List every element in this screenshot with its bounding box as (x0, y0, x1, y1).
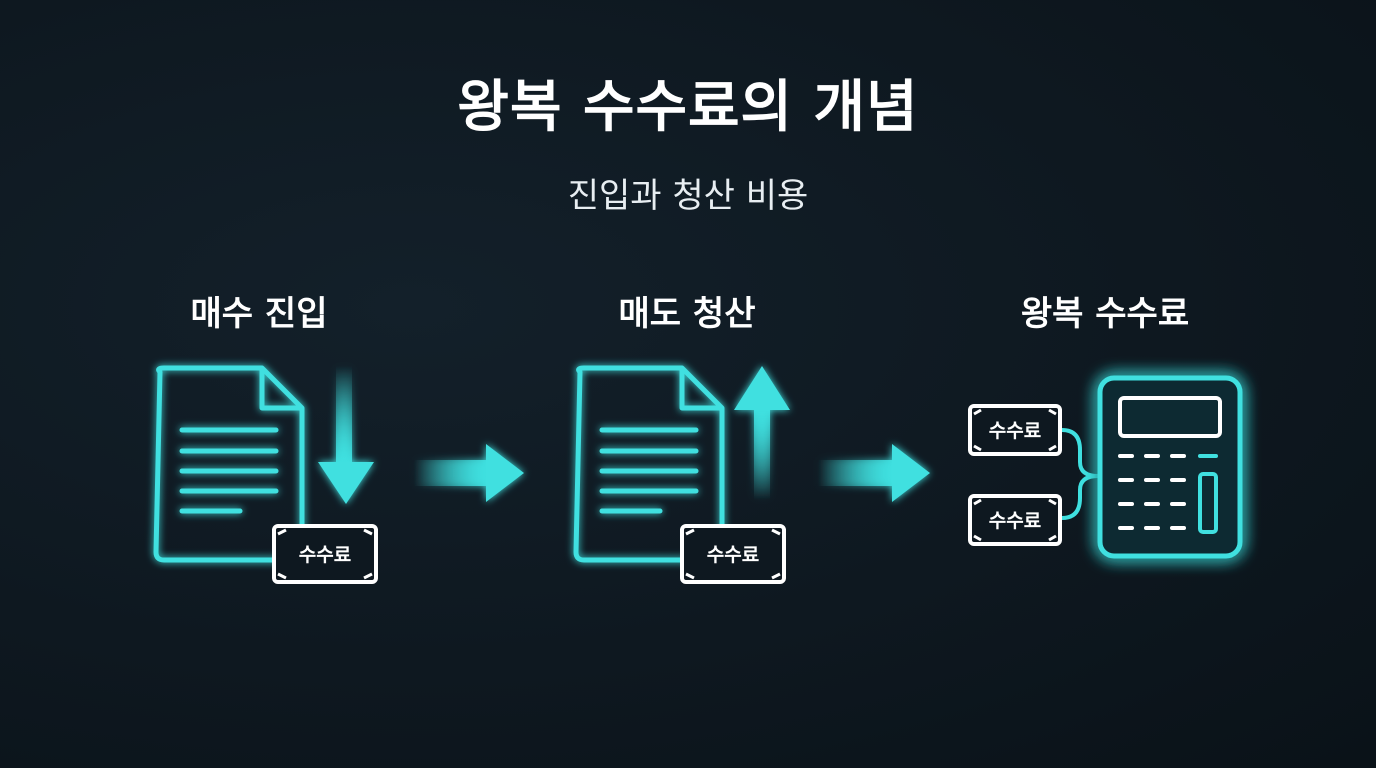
connector-lines (1061, 428, 1099, 520)
fee-ticket-icon: 수수료 (272, 524, 378, 584)
step-label-buy-entry: 매수 진입 (190, 294, 328, 334)
fee-label: 수수료 (989, 420, 1041, 442)
fee-ticket-icon: 수수료 (968, 494, 1062, 546)
arrow-up-icon (734, 366, 790, 500)
fee-label: 수수료 (989, 510, 1041, 532)
page-title: 왕복 수수료의 개념 (457, 75, 919, 140)
step-label-sell-exit: 매도 청산 (618, 294, 756, 334)
fee-label: 수수료 (707, 544, 759, 566)
page-subtitle: 진입과 청산 비용 (567, 176, 809, 216)
fee-label: 수수료 (299, 544, 351, 566)
arrow-down-icon (318, 366, 374, 504)
fee-ticket-icon: 수수료 (680, 524, 786, 584)
arrow-right-icon (414, 444, 524, 502)
arrow-right-icon (818, 444, 930, 502)
step-label-round-trip: 왕복 수수료 (1020, 294, 1190, 334)
fee-ticket-icon: 수수료 (968, 404, 1062, 456)
calculator-icon (1097, 375, 1243, 559)
